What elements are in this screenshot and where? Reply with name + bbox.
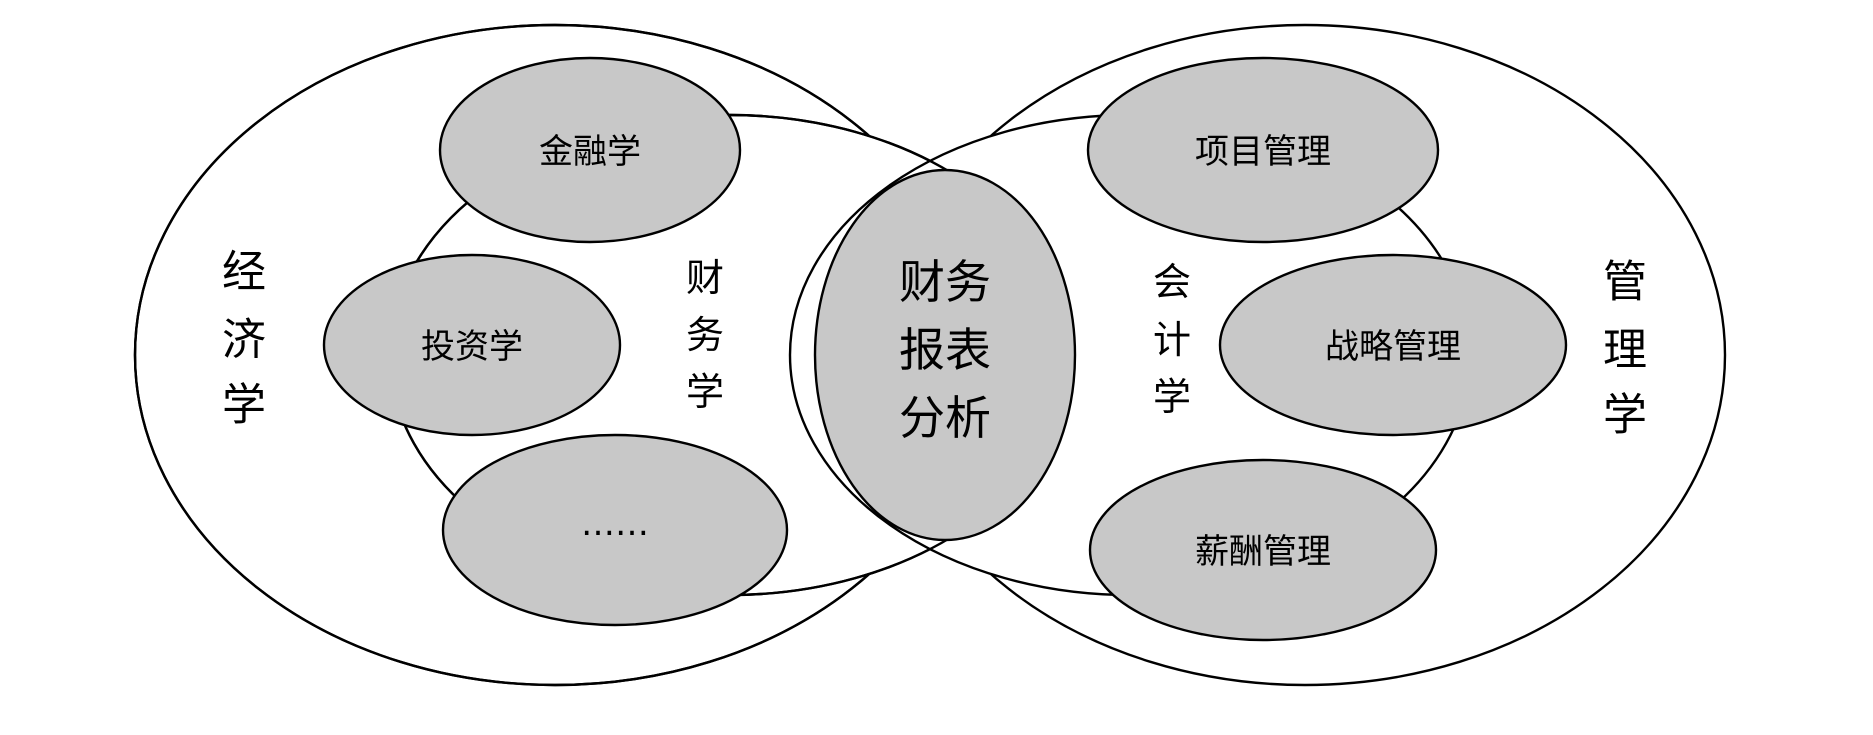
strategy-management-label: 战略管理 xyxy=(1325,327,1461,367)
center-label: 财务 报表 分析 xyxy=(899,255,991,445)
finance-label: 财 务 学 xyxy=(686,256,724,414)
compensation-management-ellipse xyxy=(1088,458,1438,642)
center-line-3: 分析 xyxy=(899,391,991,445)
finance-char-3: 学 xyxy=(686,370,724,414)
economics-label: 经 济 学 xyxy=(222,247,266,431)
strategy-management-ellipse xyxy=(1218,253,1568,437)
project-management-label: 项目管理 xyxy=(1195,132,1331,172)
center-line-2: 报表 xyxy=(899,323,991,377)
investment-label: 投资学 xyxy=(421,327,523,367)
more-label: …… xyxy=(581,504,649,544)
accounting-char-1: 会 xyxy=(1153,260,1191,304)
investment-ellipse xyxy=(322,253,622,437)
center-line-1: 财务 xyxy=(899,255,991,309)
management-char-2: 理 xyxy=(1603,325,1647,376)
compensation-management-label: 薪酬管理 xyxy=(1195,532,1331,572)
accounting-char-3: 学 xyxy=(1153,375,1191,419)
finance-theory-ellipse xyxy=(438,56,742,244)
management-label: 管 理 学 xyxy=(1603,257,1647,441)
finance-theory-label: 金融学 xyxy=(539,132,641,172)
management-char-1: 管 xyxy=(1603,257,1647,308)
accounting-label: 会 计 学 xyxy=(1153,260,1191,419)
management-char-3: 学 xyxy=(1603,390,1647,441)
economics-char-2: 济 xyxy=(222,315,266,366)
accounting-char-2: 计 xyxy=(1153,318,1191,362)
project-management-ellipse xyxy=(1086,56,1440,244)
finance-char-2: 务 xyxy=(686,313,724,357)
more-ellipse xyxy=(441,433,789,627)
finance-char-1: 财 xyxy=(686,256,724,300)
economics-char-3: 学 xyxy=(222,380,266,431)
center-ellipse xyxy=(813,168,1077,542)
economics-char-1: 经 xyxy=(222,247,266,298)
